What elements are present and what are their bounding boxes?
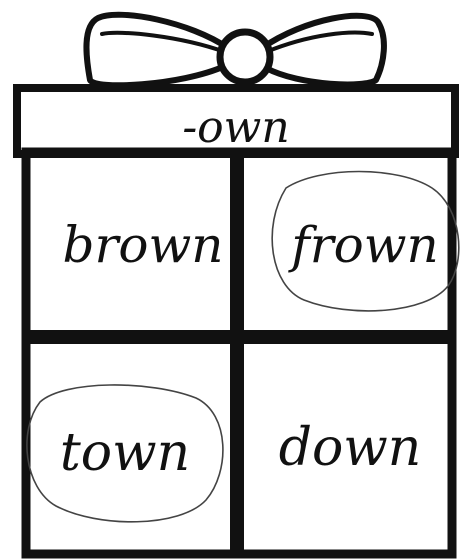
box-lid: -own bbox=[17, 88, 455, 154]
lid-label: -own bbox=[182, 102, 289, 153]
word-cells: brown frown town down bbox=[60, 216, 439, 483]
word-frown: frown bbox=[287, 216, 439, 274]
word-down: down bbox=[279, 418, 422, 478]
bow-right-loop bbox=[262, 16, 384, 85]
word-brown: brown bbox=[62, 216, 223, 274]
box-body bbox=[22, 150, 456, 558]
bow bbox=[86, 15, 384, 86]
bow-left-loop bbox=[86, 15, 228, 86]
bow-knot bbox=[220, 32, 270, 82]
word-town: town bbox=[60, 423, 190, 483]
